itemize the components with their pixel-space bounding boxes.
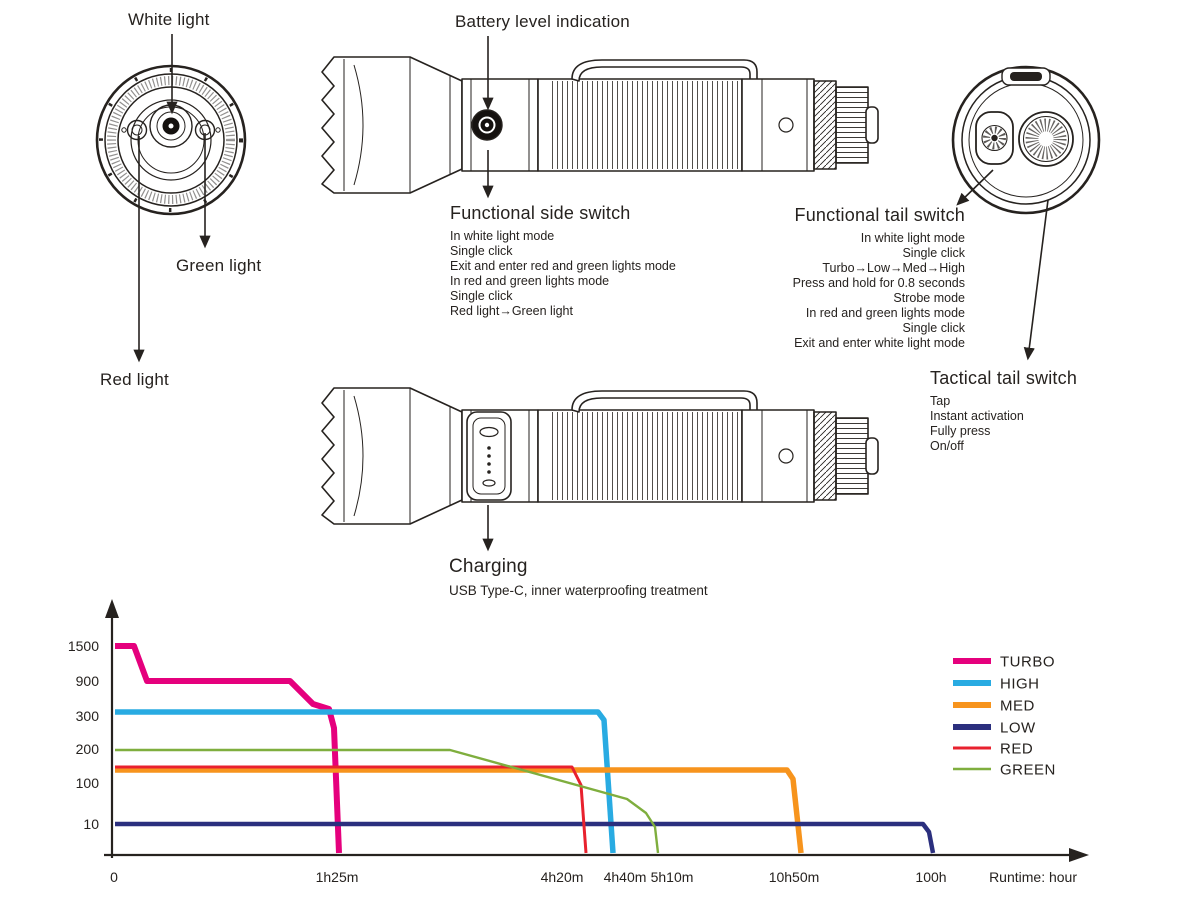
runtime-series-high	[115, 709, 616, 854]
runtime-series-turbo	[115, 643, 342, 854]
green-led-icon	[194, 119, 221, 141]
y-tick-label: 200	[76, 741, 100, 757]
battery-indication-label: Battery level indication	[455, 12, 630, 31]
x-tick-label: 1h25m	[316, 869, 359, 885]
tactical-switch-line: On/off	[930, 439, 964, 453]
side-switch-line: In red and green lights mode	[450, 274, 610, 288]
white-led-icon	[149, 104, 193, 148]
x-tick-label: 0	[110, 869, 118, 885]
y-tick-label: 10	[83, 816, 99, 832]
x-axis-arrow-icon	[1069, 848, 1089, 862]
y-tick-label: 100	[76, 775, 100, 791]
tactical-tail-switch-icon	[1018, 111, 1074, 167]
tactical-switch-info: Tactical tail switch Tap Instant activat…	[930, 368, 1180, 454]
x-tick-label: 5h10m	[651, 869, 694, 885]
x-tick-label: 100h	[915, 869, 946, 885]
side-switch-title: Functional side switch	[450, 203, 631, 223]
red-led-icon	[121, 119, 148, 141]
y-tick-label: 900	[76, 673, 100, 689]
charging-title: Charging	[449, 556, 528, 577]
side-switch-info: Functional side switch In white light mo…	[450, 203, 780, 319]
y-tick-label: 300	[76, 708, 100, 724]
tactical-switch-title: Tactical tail switch	[930, 368, 1078, 388]
side-switch-line: Single click	[450, 244, 513, 258]
runtime-series-green	[115, 748, 660, 854]
tail-switch-line: Strobe mode	[893, 291, 965, 305]
legend-label-red: RED	[1000, 741, 1033, 758]
tail-switch-line: Single click	[902, 246, 965, 260]
tail-switch-info: Functional tail switch In white light mo…	[600, 205, 965, 351]
charging-subtitle: USB Type-C, inner waterproofing treatmen…	[449, 583, 708, 598]
tail-switch-line: In white light mode	[860, 231, 965, 245]
legend-label-green: GREEN	[1000, 762, 1056, 779]
runtime-series-low	[115, 821, 936, 854]
side-switch-icon	[471, 109, 503, 141]
tactical-switch-line: Tap	[930, 394, 951, 408]
flashlight-front-view	[95, 64, 247, 216]
functional-tail-arrow	[956, 169, 994, 206]
y-axis-arrow-icon	[105, 599, 119, 618]
side-switch-line: Exit and enter red and green lights mode	[450, 259, 676, 273]
legend-label-high: HIGH	[1000, 676, 1040, 693]
legend-label-low: LOW	[1000, 720, 1036, 737]
x-tick-label: 4h20m	[541, 869, 584, 885]
usb-c-port-icon	[466, 411, 512, 501]
lanyard-slot-icon	[1001, 67, 1051, 86]
legend-label-med: MED	[1000, 698, 1035, 715]
x-tick-label: 10h50m	[769, 869, 820, 885]
tactical-switch-line: Instant activation	[930, 409, 1024, 423]
x-axis-title: Runtime: hour	[989, 869, 1077, 885]
tail-switch-line: Single click	[902, 321, 965, 335]
charging-info: Charging USB Type-C, inner waterproofing…	[449, 556, 869, 598]
side-switch-line: In white light mode	[450, 229, 555, 243]
x-tick-label: 4h40m	[604, 869, 647, 885]
bezel-texture-icon	[107, 76, 235, 204]
flashlight-side-view	[310, 45, 880, 205]
red-light-label: Red light	[100, 370, 169, 389]
bezel-screws-icon	[99, 68, 243, 212]
tactical-tail-arrow	[1023, 199, 1049, 361]
runtime-series-red	[115, 765, 588, 854]
side-switch-line: Single click	[450, 289, 513, 303]
white-light-label: White light	[128, 10, 210, 29]
legend-label-turbo: TURBO	[1000, 654, 1055, 671]
tail-switch-title: Functional tail switch	[794, 205, 965, 225]
tail-switch-line: In red and green lights mode	[805, 306, 965, 320]
functional-tail-switch-icon	[975, 111, 1014, 165]
tactical-switch-line: Fully press	[930, 424, 991, 438]
tail-switch-line: Turbo→Low→Med→High	[822, 261, 965, 275]
side-switch-line: Red light→Green light	[450, 304, 573, 318]
flashlight-charging-view	[310, 376, 880, 536]
y-tick-label: 1500	[68, 638, 99, 654]
tail-switch-line: Exit and enter white light mode	[794, 336, 965, 350]
tail-switch-line: Press and hold for 0.8 seconds	[792, 276, 965, 290]
runtime-series-med	[115, 767, 804, 854]
green-light-label: Green light	[176, 256, 262, 275]
flashlight-tail-view	[951, 65, 1101, 215]
